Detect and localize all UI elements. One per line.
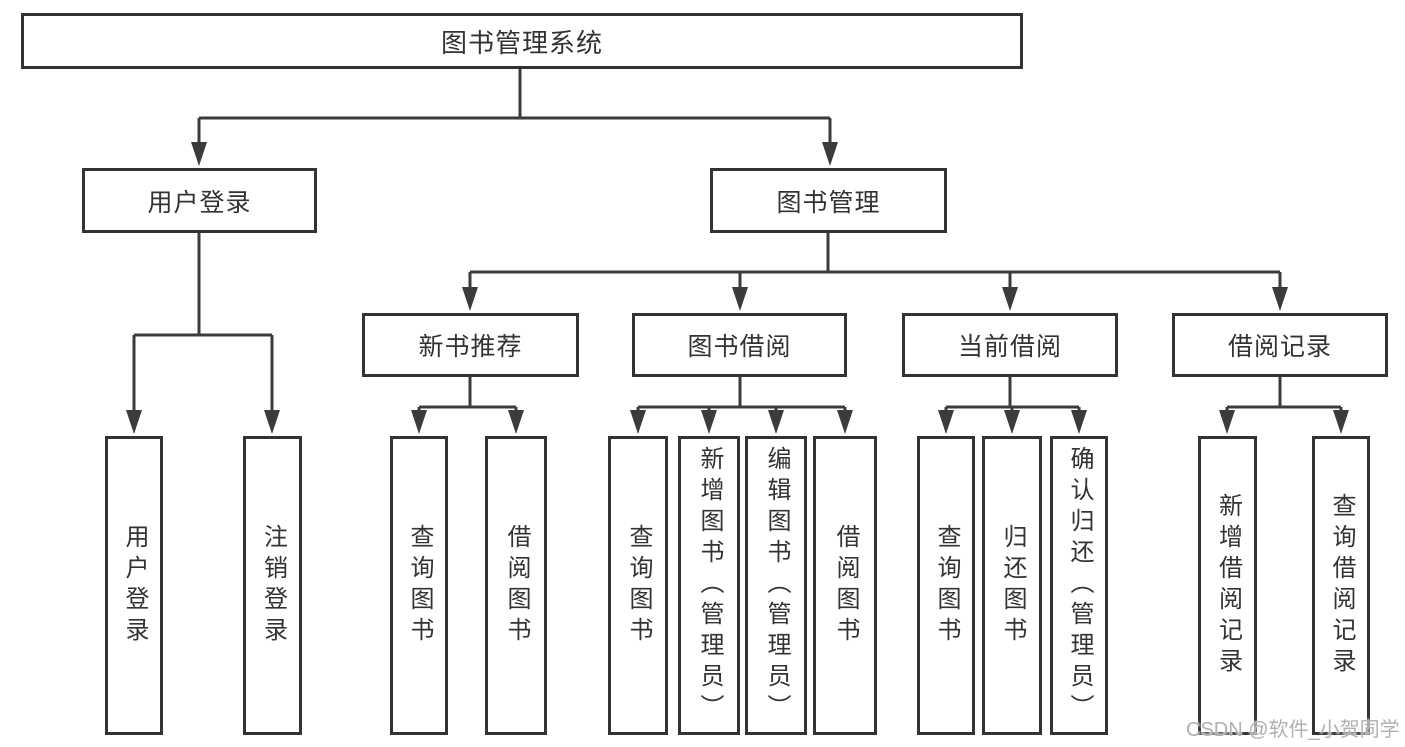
arrowhead-query-books-3 [938,410,954,434]
node-user-login: 用户登录 [82,168,317,233]
arrowhead-edit-books [768,410,784,434]
arrowhead-add-borrow-record [1219,410,1235,434]
leaf-add-books-admin: 新增图书（管理员） [678,436,740,735]
node-current-borrow: 当前借阅 [902,313,1118,377]
csdn-watermark: CSDN @软件_小贺同学 [1186,719,1400,741]
arrowhead-borrow-books-2 [837,410,853,434]
leaf-borrow-books: 借阅图书 [813,436,877,735]
arrowhead-return-books [1004,410,1020,434]
connector-book-management [468,233,1282,295]
connector-borrow-records [1225,377,1343,418]
leaf-query-borrow-record: 查询借阅记录 [1312,436,1370,735]
arrowhead-borrow-books-1 [508,410,524,434]
leaf-return-books: 归还图书 [982,436,1042,735]
arrowhead-query-borrow-record [1333,410,1349,434]
node-root: 图书管理系统 [21,13,1023,69]
arrowhead-leaf-logout [264,410,280,434]
connector-root [197,68,832,150]
connector-user-login [132,233,274,418]
leaf-edit-books-admin: 编辑图书（管理员） [745,436,807,735]
arrowhead-add-books [701,410,717,434]
arrowhead-book-management [822,142,838,166]
arrowhead-query-books-1 [411,410,427,434]
arrowhead-user-login [191,142,207,166]
arrowhead-query-books-2 [630,410,646,434]
connector-current-borrow [944,377,1081,418]
connector-book-borrow [636,377,847,418]
leaf-add-borrow-record: 新增借阅记录 [1198,436,1257,735]
node-borrow-records: 借阅记录 [1172,313,1388,377]
arrowhead-book-borrow [732,287,748,311]
arrowhead-leaf-user-login [126,410,142,434]
arrowhead-confirm-return [1071,410,1087,434]
leaf-logout-login: 注销登录 [243,436,302,735]
leaf-confirm-return-admin: 确认归还（管理员） [1050,436,1108,735]
node-new-book-recommend: 新书推荐 [362,313,579,377]
leaf-query-books-borrow: 查询图书 [608,436,668,735]
leaf-borrow-books-recommend: 借阅图书 [485,436,547,735]
leaf-query-books-recommend: 查询图书 [390,436,448,735]
leaf-user-login: 用户登录 [105,436,163,735]
connector-new-book-recommend [417,377,518,418]
node-book-borrow: 图书借阅 [632,313,847,377]
node-book-management: 图书管理 [710,168,947,233]
arrowhead-current-borrow [1002,287,1018,311]
leaf-query-books-current: 查询图书 [917,436,975,735]
arrowhead-new-book-recommend [462,287,478,311]
arrowhead-borrow-records [1272,287,1288,311]
